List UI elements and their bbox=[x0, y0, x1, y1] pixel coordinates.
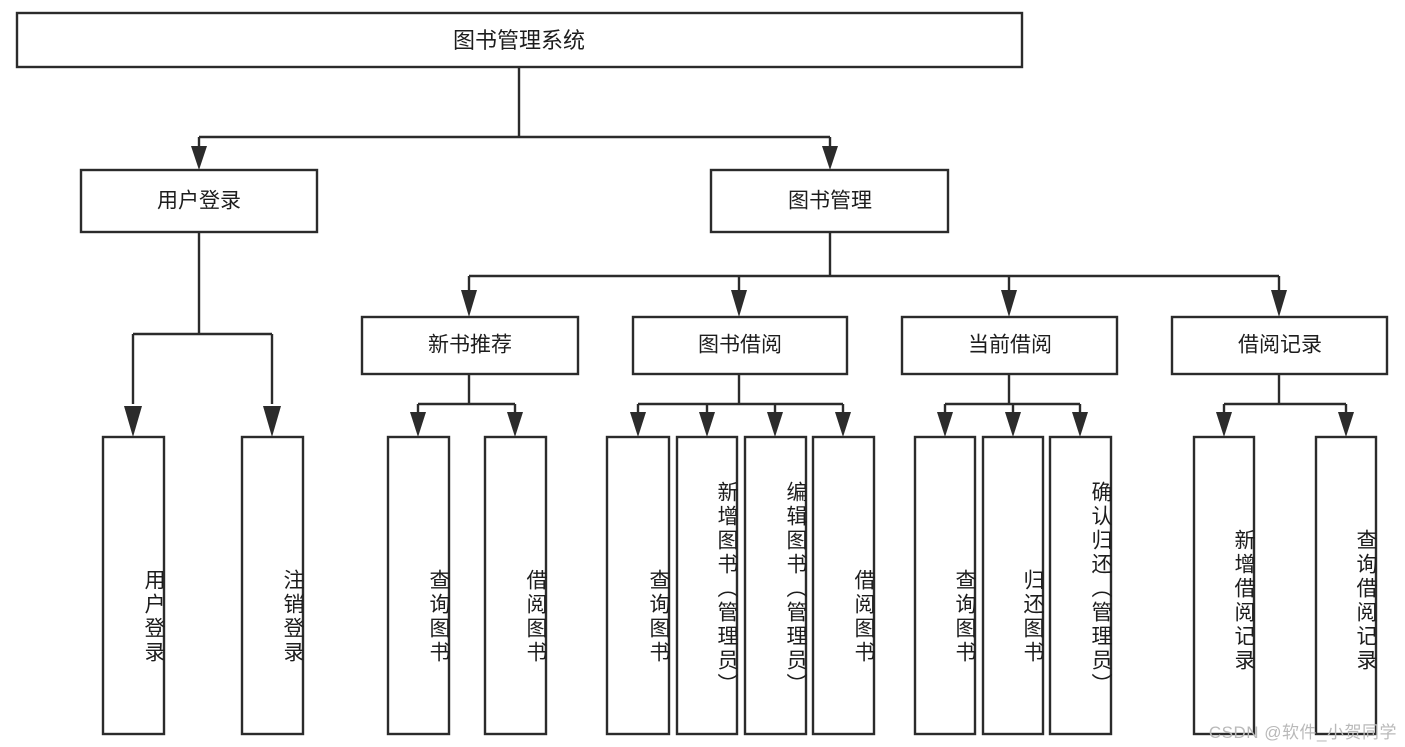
arrow-head-leaf-add-book bbox=[699, 412, 715, 437]
node-leaf-logout-login-box[interactable] bbox=[240, 435, 305, 736]
node-borrow-record-label: 借阅记录 bbox=[1238, 334, 1322, 357]
arrow-head-new-book-recommend bbox=[461, 290, 477, 317]
arrow-head-user-login bbox=[191, 146, 207, 170]
arrow-head-leaf-user-login bbox=[124, 406, 142, 437]
node-leaf-add-record-box[interactable] bbox=[1192, 435, 1256, 736]
arrow-head-book-borrow bbox=[731, 290, 747, 317]
node-user-login[interactable]: 用户登录 bbox=[79, 168, 319, 234]
node-book-manage-box[interactable] bbox=[709, 168, 950, 234]
connector-group-new-book-recommend bbox=[410, 374, 523, 437]
node-book-borrow-box[interactable] bbox=[631, 315, 849, 376]
node-new-book-recommend-label: 新书推荐 bbox=[428, 334, 512, 357]
node-leaf-query-book-3-box[interactable] bbox=[913, 435, 977, 736]
connector-group-current-borrow bbox=[937, 374, 1088, 437]
node-leaf-add-book-box[interactable] bbox=[675, 435, 739, 736]
arrow-head-current-borrow bbox=[1001, 290, 1017, 317]
node-new-book-recommend-box[interactable] bbox=[360, 315, 580, 376]
arrow-head-leaf-return-book bbox=[1005, 412, 1021, 437]
arrow-head-leaf-query-record bbox=[1338, 412, 1354, 437]
node-book-manage-label: 图书管理 bbox=[788, 190, 872, 213]
node-leaf-borrow-book-1-box[interactable] bbox=[483, 435, 548, 736]
connector-group-user-login bbox=[124, 232, 281, 437]
arrow-head-leaf-query-book-3 bbox=[937, 412, 953, 437]
node-leaf-query-book-1-box[interactable] bbox=[386, 435, 451, 736]
node-root[interactable]: 图书管理系统 bbox=[15, 11, 1024, 69]
node-user-login-label: 用户登录 bbox=[157, 190, 241, 213]
watermark-text: CSDN @软件_小贺同学 bbox=[1208, 723, 1397, 742]
node-borrow-record[interactable]: 借阅记录 bbox=[1170, 315, 1389, 376]
connector-group-book-borrow bbox=[630, 374, 851, 437]
node-leaf-query-record-box[interactable] bbox=[1314, 435, 1378, 736]
node-leaf-borrow-book-2-box[interactable] bbox=[811, 435, 876, 736]
node-borrow-record-box[interactable] bbox=[1170, 315, 1389, 376]
node-new-book-recommend[interactable]: 新书推荐 bbox=[360, 315, 580, 376]
arrow-head-leaf-query-book-2 bbox=[630, 412, 646, 437]
arrow-head-leaf-edit-book bbox=[767, 412, 783, 437]
arrow-head-borrow-record bbox=[1271, 290, 1287, 317]
arrow-head-leaf-borrow-book-2 bbox=[835, 412, 851, 437]
node-leaf-query-book-2-box[interactable] bbox=[605, 435, 671, 736]
node-root-box[interactable] bbox=[15, 11, 1024, 69]
node-book-borrow-label: 图书借阅 bbox=[698, 334, 782, 357]
node-user-login-box[interactable] bbox=[79, 168, 319, 234]
arrow-head-book-manage bbox=[822, 146, 838, 170]
arrow-head-leaf-query-book-1 bbox=[410, 412, 426, 437]
arrow-head-leaf-borrow-book-1 bbox=[507, 412, 523, 437]
node-book-manage[interactable]: 图书管理 bbox=[709, 168, 950, 234]
node-leaf-edit-book-box[interactable] bbox=[743, 435, 808, 736]
arrow-head-leaf-logout-login bbox=[263, 406, 281, 437]
node-root-label: 图书管理系统 bbox=[453, 28, 585, 53]
connector-group-root bbox=[191, 67, 838, 170]
node-leaf-user-login-box[interactable] bbox=[101, 435, 166, 736]
arrow-head-leaf-add-record bbox=[1216, 412, 1232, 437]
node-current-borrow-label: 当前借阅 bbox=[968, 334, 1052, 357]
arrow-head-leaf-confirm-return bbox=[1072, 412, 1088, 437]
node-current-borrow[interactable]: 当前借阅 bbox=[900, 315, 1119, 376]
connector-group-book-manage bbox=[461, 232, 1287, 317]
node-leaf-return-book-box[interactable] bbox=[981, 435, 1045, 736]
node-current-borrow-box[interactable] bbox=[900, 315, 1119, 376]
node-leaf-confirm-return-box[interactable] bbox=[1048, 435, 1113, 736]
node-book-borrow[interactable]: 图书借阅 bbox=[631, 315, 849, 376]
connector-group-borrow-record bbox=[1216, 374, 1354, 437]
